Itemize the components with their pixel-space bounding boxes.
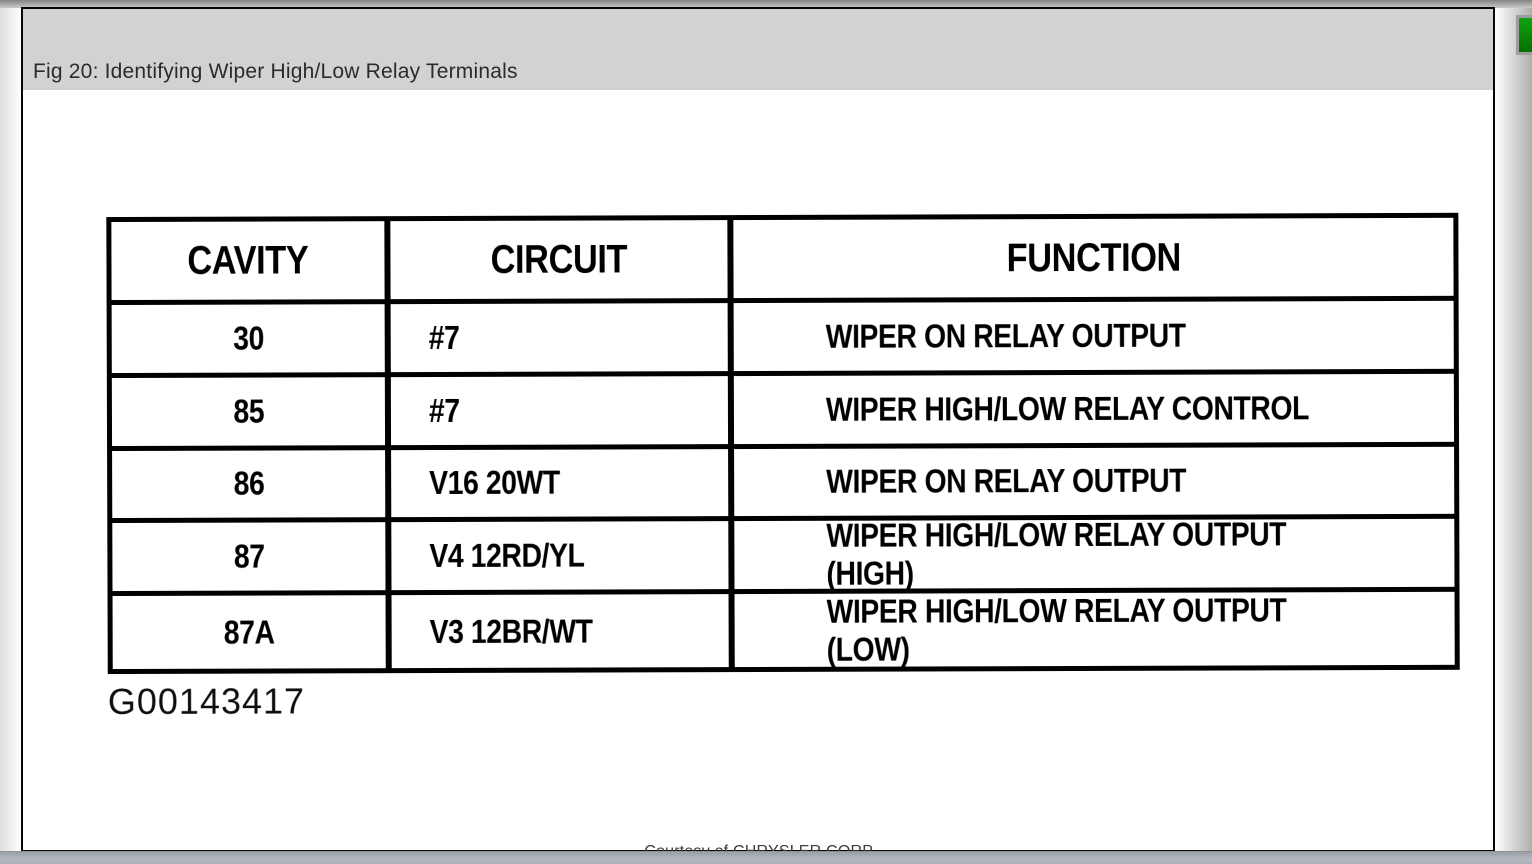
table-cell-function: WIPER ON RELAY OUTPUT bbox=[733, 300, 1454, 376]
window-edge-shadow-right bbox=[1495, 8, 1532, 852]
column-header-cavity: CAVITY bbox=[111, 221, 391, 306]
table-cell-function: WIPER HIGH/LOW RELAY OUTPUT (LOW) bbox=[734, 592, 1455, 668]
window-edge-shadow-top bbox=[0, 0, 1532, 8]
figure-title-bar[interactable]: Fig 20: Identifying Wiper High/Low Relay… bbox=[23, 9, 1493, 90]
table-cell-cavity: 85 bbox=[111, 376, 392, 451]
table-cell-cavity: 86 bbox=[112, 449, 392, 524]
figure-number: G00143417 bbox=[107, 680, 306, 723]
relay-terminal-table: CAVITY CIRCUIT FUNCTION 30 #7 WIPER ON R… bbox=[106, 212, 1460, 675]
horizontal-scrollbar-track[interactable] bbox=[0, 851, 1532, 864]
table-cell-function: WIPER HIGH/LOW RELAY OUTPUT (HIGH) bbox=[734, 519, 1455, 595]
table-cell-cavity: 30 bbox=[111, 304, 391, 378]
table-cell-function: WIPER HIGH/LOW RELAY CONTROL bbox=[733, 373, 1455, 449]
table-cell-function: WIPER ON RELAY OUTPUT bbox=[734, 446, 1455, 522]
table-cell-circuit: V3 12BR/WT bbox=[391, 594, 735, 669]
table-cell-cavity: 87 bbox=[112, 522, 392, 597]
table-cell-circuit: V4 12RD/YL bbox=[391, 521, 735, 596]
table-cell-circuit: V16 20WT bbox=[391, 448, 735, 523]
table-cell-circuit: #7 bbox=[390, 375, 735, 450]
column-header-circuit: CIRCUIT bbox=[390, 220, 734, 305]
table-cell-cavity: 87A bbox=[112, 595, 392, 670]
vertical-scrollbar-thumb[interactable] bbox=[1516, 15, 1532, 55]
table-cell-circuit: #7 bbox=[390, 303, 734, 377]
window-edge-shadow-left bbox=[0, 8, 21, 852]
scanned-figure: CAVITY CIRCUIT FUNCTION 30 #7 WIPER ON R… bbox=[22, 7, 1495, 853]
column-header-function: FUNCTION bbox=[733, 217, 1454, 304]
figure-viewer-window: Fig 20: Identifying Wiper High/Low Relay… bbox=[21, 7, 1495, 860]
figure-title: Fig 20: Identifying Wiper High/Low Relay… bbox=[33, 60, 518, 83]
